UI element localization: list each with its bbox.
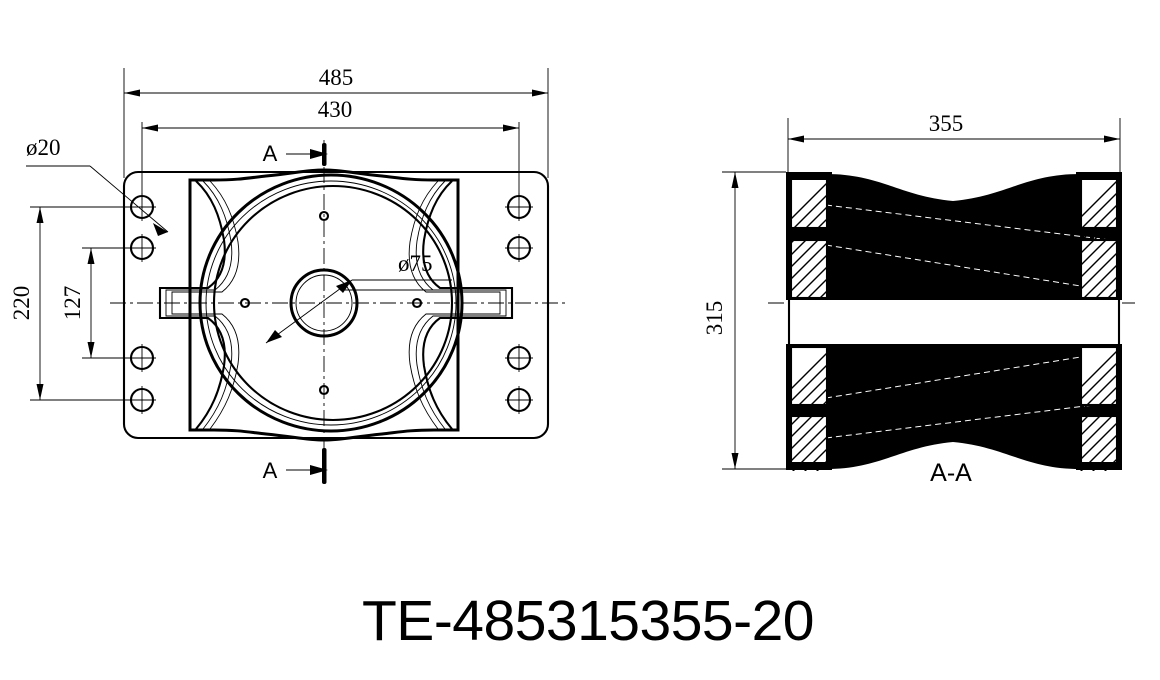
dimension-220: 220 — [9, 206, 140, 401]
dimension-127: 127 — [60, 247, 140, 359]
main-bore-outer-circle — [198, 173, 464, 433]
pin-hole-left — [239, 297, 251, 309]
section-line-tick-top — [322, 143, 327, 166]
section-bottom-body-fill — [788, 343, 1118, 469]
dimension-315: 315 — [702, 171, 786, 470]
callout-diameter-20-label: ø20 — [26, 135, 61, 160]
callout-diameter-20: ø20 — [26, 135, 169, 236]
section-marker-a-bottom: A — [263, 448, 328, 484]
bolt-hole-group-right — [505, 193, 533, 414]
callout-diameter-75-label: ø75 — [398, 251, 433, 276]
drawing-title: TE-485315355-20 — [362, 589, 814, 653]
section-view-label: A-A — [930, 459, 972, 487]
flange-tl-bg — [791, 178, 827, 228]
right-rib-profile — [422, 180, 514, 430]
section-marker-a-bottom-letter: A — [263, 458, 278, 483]
bolt-hole — [505, 344, 533, 372]
section-line-tick-bottom — [322, 448, 327, 484]
section-bottom-hidden-taper-a — [825, 401, 1119, 439]
front-elevation-view: 485 430 220 127 — [9, 65, 566, 484]
section-bottom-profile-cut — [826, 442, 1080, 471]
flange-tr2-bg — [1081, 240, 1117, 298]
dimension-485-label: 485 — [319, 65, 354, 90]
section-marker-a-top: A — [263, 141, 328, 166]
dimension-430: 430 — [141, 97, 520, 200]
main-bore-ring-3 — [212, 184, 454, 422]
flange-bl2-bg — [791, 416, 827, 466]
left-rib-profile-inner2 — [171, 180, 240, 430]
pin-hole-bottom — [318, 384, 330, 396]
section-tl-cap — [786, 172, 832, 180]
main-bore-ring-2 — [205, 180, 457, 426]
dimension-355: 355 — [787, 111, 1121, 172]
bolt-hole — [505, 386, 533, 414]
section-top-hidden-taper-a — [825, 204, 1119, 242]
dimension-355-label: 355 — [929, 111, 964, 136]
section-view: 355 315 A-A — [702, 111, 1138, 487]
pin-hole-right — [411, 297, 423, 309]
dimension-430-label: 430 — [318, 97, 353, 122]
dimension-220-label: 220 — [9, 286, 34, 321]
dimension-315-label: 315 — [702, 301, 727, 336]
dimension-127-label: 127 — [60, 286, 85, 321]
section-tr-cap — [1076, 172, 1122, 180]
center-bore-inner — [295, 274, 353, 332]
callout-diameter-75: ø75 — [265, 251, 452, 344]
right-rib-profile-inner2 — [408, 180, 501, 430]
section-bore-band — [790, 298, 1118, 346]
section-marker-a-top-letter: A — [263, 141, 278, 166]
dimension-485: 485 — [123, 65, 549, 178]
section-br-cap — [1076, 462, 1122, 470]
section-bl-cap — [786, 462, 832, 470]
section-top-profile-cut — [826, 172, 1080, 201]
housing-outer-silhouette — [188, 168, 460, 442]
pin-hole-top — [318, 210, 330, 222]
center-bore-outer — [289, 268, 359, 338]
left-rib-profile — [158, 180, 226, 430]
section-top-body-fill — [788, 174, 1118, 300]
right-rib-profile-inner — [415, 180, 507, 430]
bolt-hole — [505, 234, 533, 262]
left-rib-profile-inner — [165, 180, 233, 430]
